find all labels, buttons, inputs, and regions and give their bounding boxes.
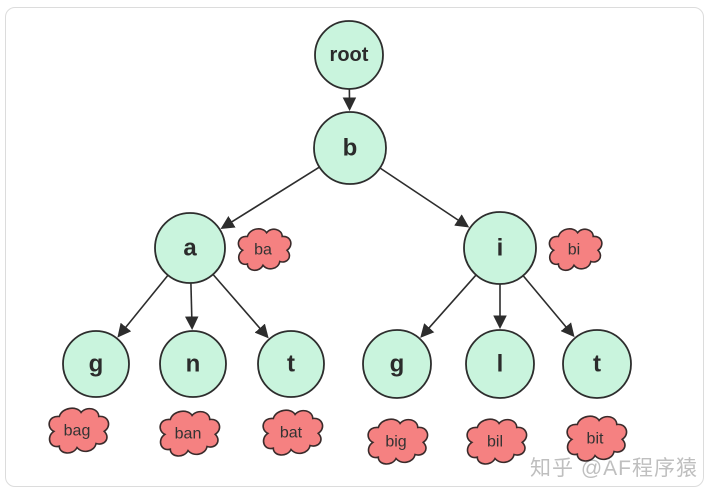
node-g2: g <box>362 329 432 399</box>
cloud-label-bit: bit <box>587 431 604 448</box>
cloud-label-bil: bil <box>487 434 503 451</box>
cloud-label-ban: ban <box>175 426 202 443</box>
cloud-bat: bat <box>262 409 324 456</box>
edge-a-n <box>184 282 199 331</box>
node-circle-n <box>159 330 227 398</box>
edge-b-i <box>379 167 470 228</box>
edge-a-g1 <box>117 274 169 338</box>
node-i: i <box>463 211 537 285</box>
cloud-label-ba: ba <box>254 242 272 259</box>
cloud-bag: bag <box>48 407 110 454</box>
node-root: root <box>314 20 384 90</box>
cloud-big: big <box>367 418 429 465</box>
node-circle-b <box>313 111 387 185</box>
node-circle-t2 <box>562 329 632 399</box>
cloud-ba: ba <box>237 228 292 271</box>
node-circle-i <box>463 211 537 285</box>
node-circle-root <box>314 20 384 90</box>
cloud-ban: ban <box>159 410 221 457</box>
node-n: n <box>159 330 227 398</box>
node-circle-g2 <box>362 329 432 399</box>
cloud-label-big: big <box>385 434 406 451</box>
node-circle-t1 <box>257 330 325 398</box>
edge-i-t2 <box>522 275 575 338</box>
node-circle-l <box>465 329 535 399</box>
cloud-label-bat: bat <box>280 425 303 442</box>
node-b: b <box>313 111 387 185</box>
edge-a-t1 <box>212 273 269 339</box>
node-l: l <box>465 329 535 399</box>
edge-b-a <box>220 166 320 229</box>
edge-i-g2 <box>420 274 477 338</box>
node-a: a <box>154 212 226 284</box>
cloud-bi: bi <box>548 228 603 271</box>
node-circle-g1 <box>62 330 130 398</box>
node-circle-a <box>154 212 226 284</box>
cloud-bit: bit <box>566 415 628 462</box>
node-t2: t <box>562 329 632 399</box>
cloud-bil: bil <box>466 418 528 465</box>
clouds-layer: ba bi bag ban bat big bil bit <box>48 228 628 465</box>
node-t1: t <box>257 330 325 398</box>
node-g1: g <box>62 330 130 398</box>
cloud-label-bi: bi <box>568 242 580 259</box>
edges-layer <box>117 88 575 339</box>
cloud-label-bag: bag <box>64 423 91 440</box>
watermark-text: 知乎 @AF程序猿 <box>530 457 698 480</box>
